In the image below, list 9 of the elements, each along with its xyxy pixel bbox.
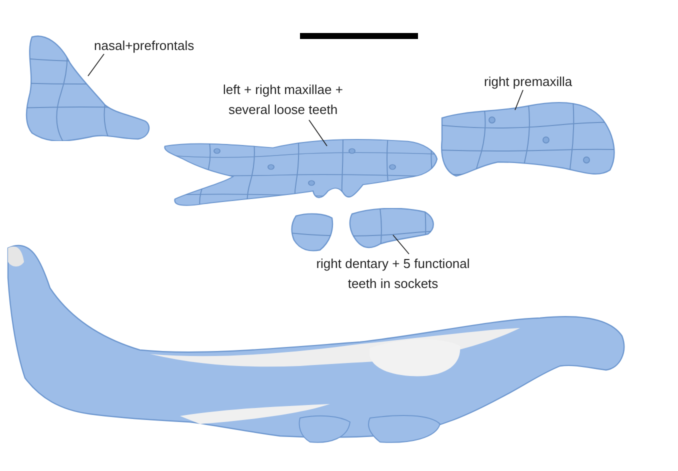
part-label: right dentary + 5 functional teeth in sockets [303, 254, 483, 294]
leader-line [88, 54, 104, 76]
leader-line [392, 234, 410, 254]
part-label: nasal+prefrontals [94, 36, 219, 56]
leader-line [514, 90, 524, 110]
part-label: right premaxilla [484, 72, 602, 92]
leader-line [308, 120, 328, 146]
premaxilla-bone-picture [438, 100, 618, 178]
part-label: left + right maxillae + several loose teeth [215, 80, 351, 120]
